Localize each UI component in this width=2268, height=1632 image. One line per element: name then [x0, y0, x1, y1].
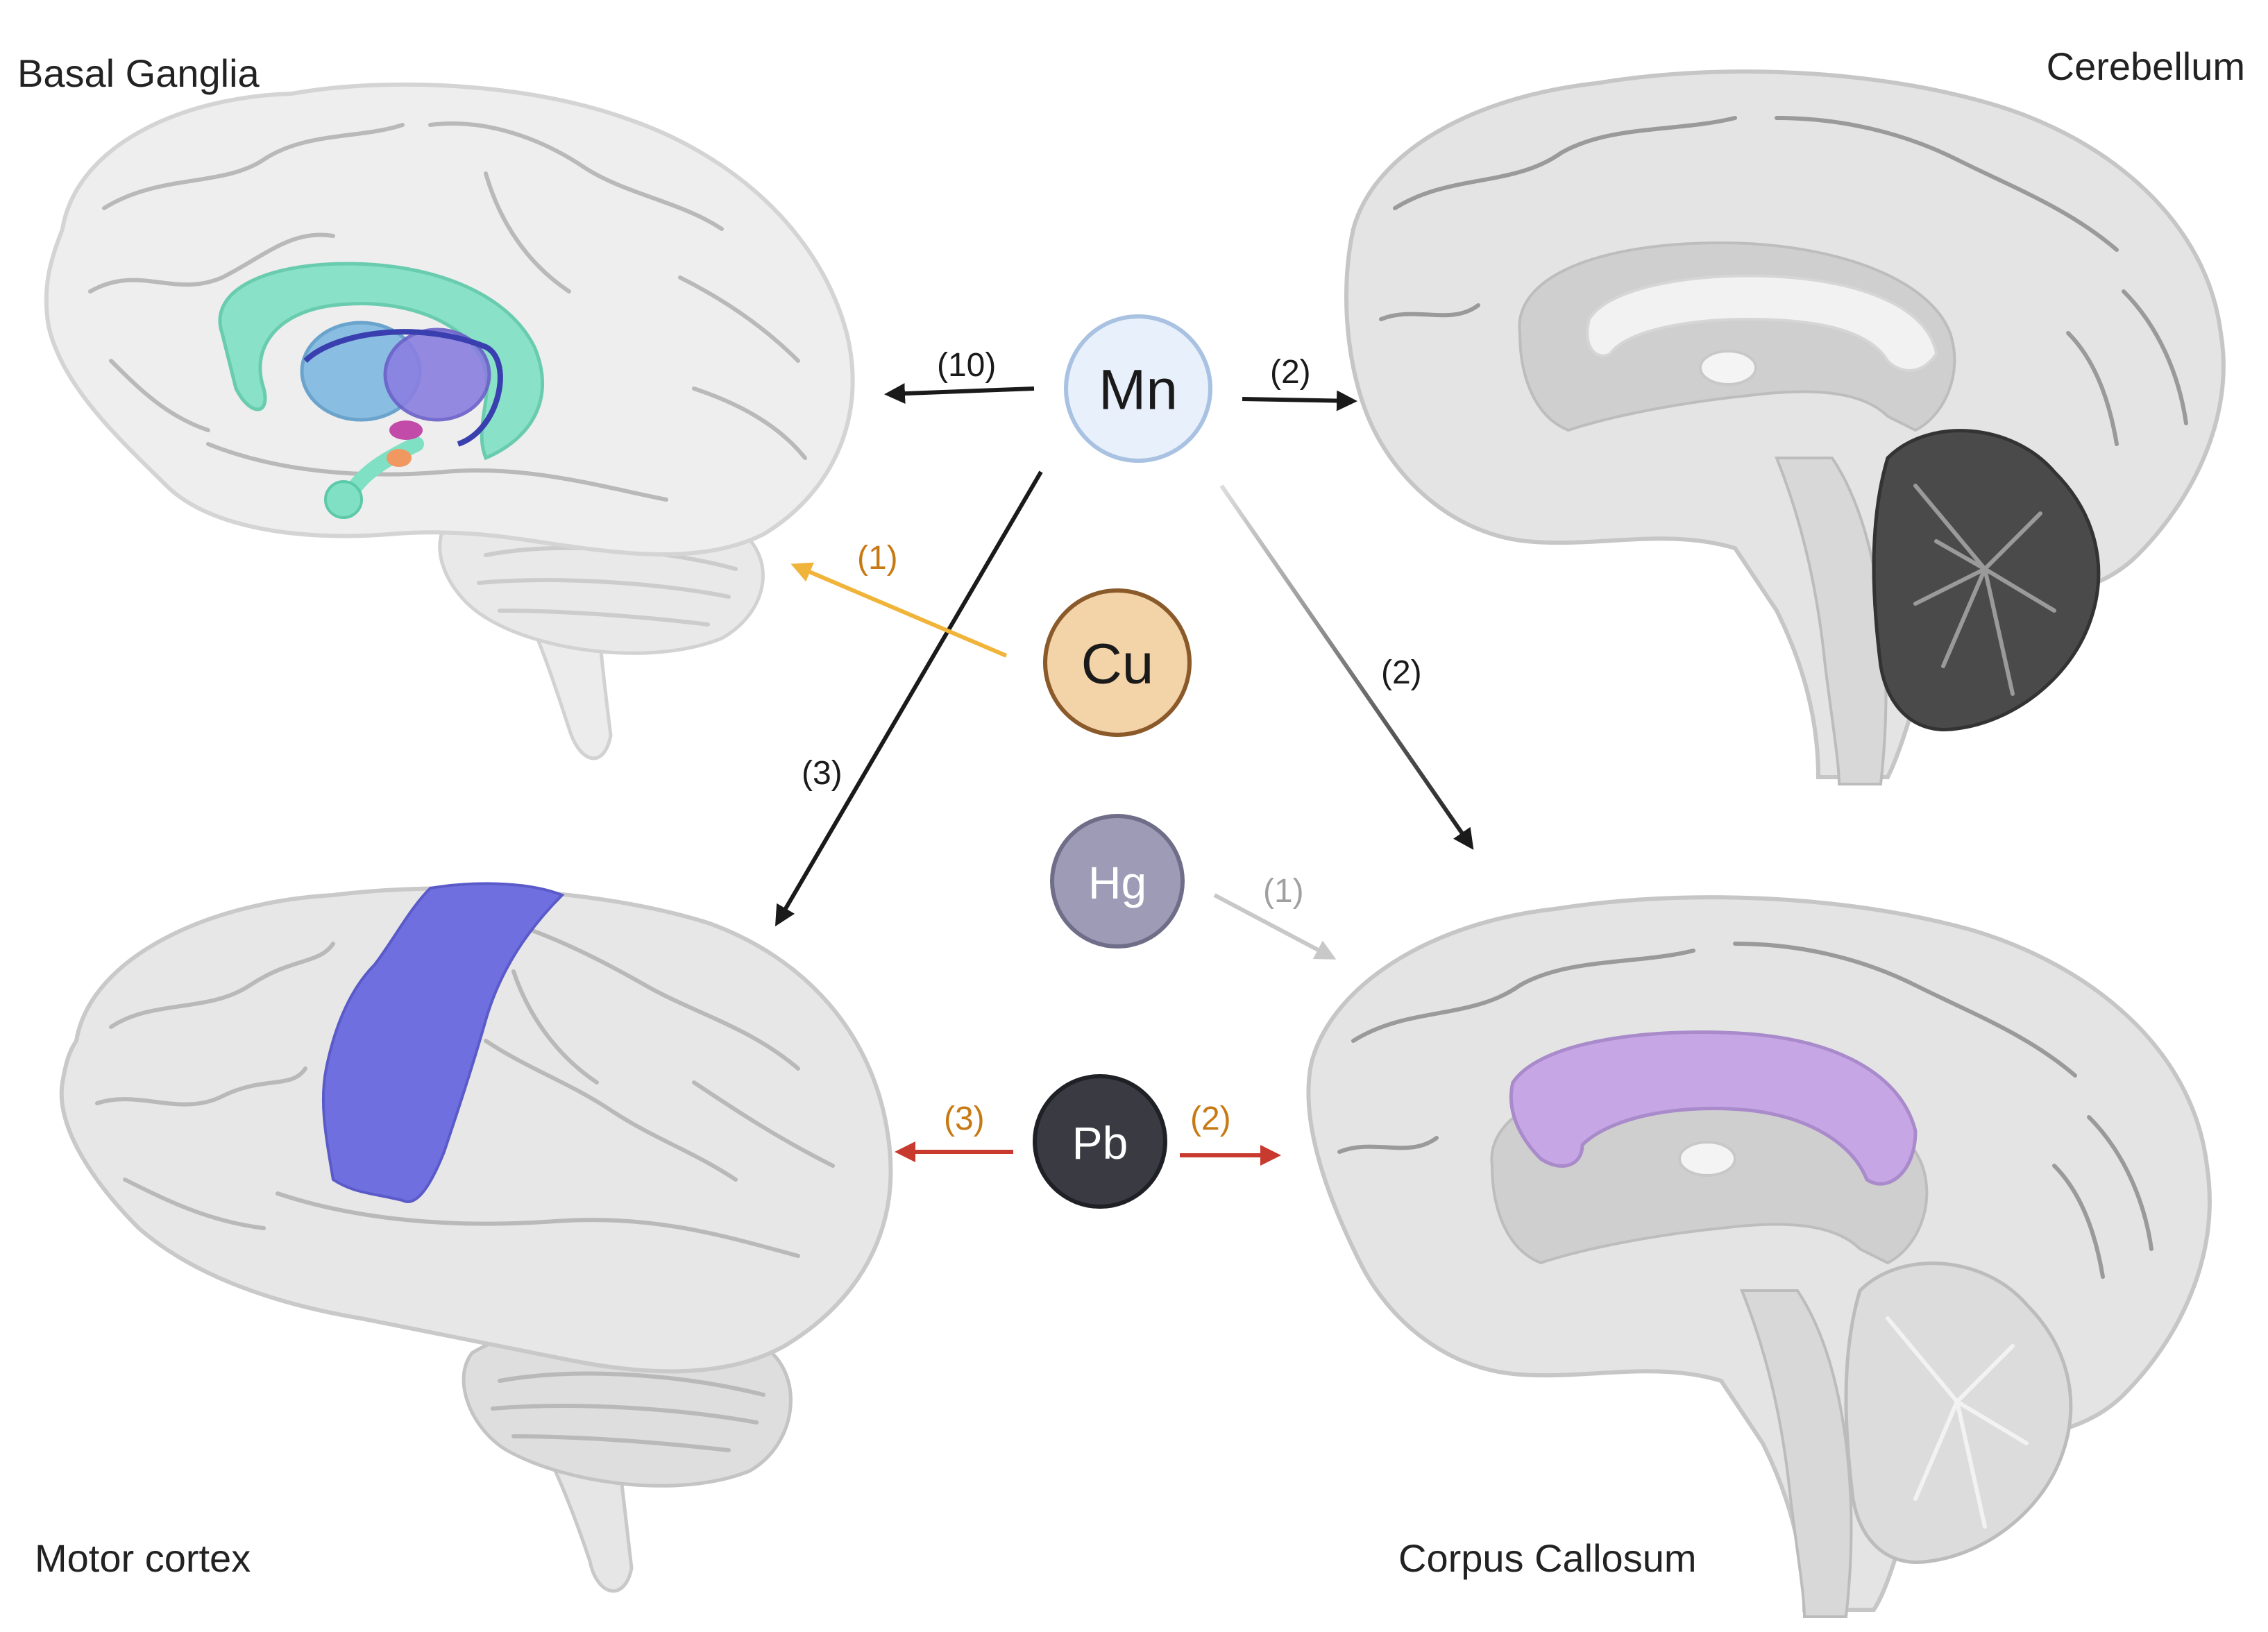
count-mn-corpus-callosum: (2)	[1381, 654, 1422, 691]
element-mn-node: Mn	[1064, 314, 1212, 463]
region-label-cerebellum: Cerebellum	[2047, 44, 2245, 88]
count-mn-motor-cortex: (3)	[802, 755, 843, 792]
element-mn-label: Mn	[1099, 359, 1178, 422]
element-pb-node: Pb	[1033, 1074, 1167, 1209]
arrow-mn-basal-ganglia	[884, 383, 1035, 405]
region-label-motor-cortex: Motor cortex	[35, 1536, 251, 1580]
motor-cortex-brain-illustration	[59, 882, 893, 1593]
arrow-hg-corpus-callosum	[1213, 893, 1337, 960]
element-hg-node: Hg	[1050, 814, 1185, 949]
element-hg-label: Hg	[1088, 857, 1146, 908]
count-mn-basal-ganglia: (10)	[937, 347, 996, 384]
arrow-mn-motor-cortex	[775, 470, 1043, 927]
element-pb-label: Pb	[1072, 1117, 1128, 1168]
arrows	[775, 383, 1474, 1166]
count-pb-motor-cortex: (3)	[944, 1100, 985, 1137]
arrow-mn-cerebellum	[1242, 390, 1357, 411]
region-label-basal-ganglia: Basal Ganglia	[17, 51, 260, 95]
corpus-callosum-brain-illustration	[1306, 895, 2212, 1618]
element-cu-label: Cu	[1081, 633, 1154, 696]
count-pb-corpus-callosum: (2)	[1190, 1100, 1231, 1137]
count-mn-cerebellum: (2)	[1270, 354, 1311, 391]
element-cu-node: Cu	[1043, 588, 1192, 737]
cerebellum-brain-illustration	[1344, 69, 2226, 785]
arrow-mn-corpus-callosum	[1219, 484, 1474, 850]
basal-ganglia-brain-illustration	[44, 82, 855, 760]
region-label-corpus-callosum: Corpus Callosum	[1398, 1536, 1697, 1580]
count-cu-basal-ganglia: (1)	[857, 540, 898, 577]
count-hg-corpus-callosum: (1)	[1263, 873, 1304, 910]
arrow-cu-basal-ganglia	[790, 562, 1008, 658]
